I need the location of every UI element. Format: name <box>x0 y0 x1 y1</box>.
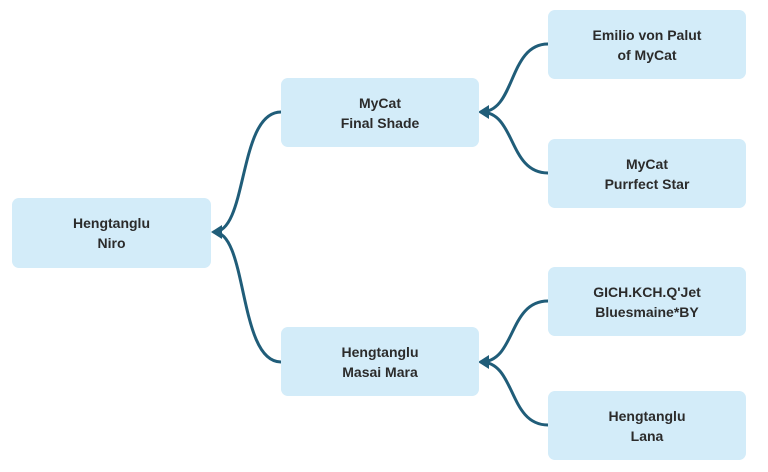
connector-sire-dam <box>479 110 550 175</box>
connector-dam-sire <box>479 299 550 364</box>
node-root-line1: Hengtanglu <box>73 215 150 231</box>
node-sire-dam-line2: Purrfect Star <box>604 175 690 192</box>
node-sire-sire-line1: Emilio von Palut <box>592 26 702 43</box>
connector-sire-sire <box>479 42 550 114</box>
arrowhead-root <box>211 225 222 239</box>
node-dam-dam-line2: Lana <box>630 427 664 444</box>
node-sire-dam-line1: MyCat <box>625 155 668 172</box>
node-root-line2: Niro <box>97 235 126 251</box>
node-dam-line2: Masai Mara <box>342 363 418 380</box>
node-sire-line2: Final Shade <box>340 114 420 131</box>
arrowhead-sire <box>478 105 489 119</box>
node-sire-line1: MyCat <box>358 94 401 111</box>
connector-dam-dam <box>479 360 550 427</box>
node-dam-sire-line1: GICH.KCH.Q'Jet <box>593 283 701 300</box>
node-dam-dam: Hengtanglu Lana <box>548 391 746 460</box>
node-root: Hengtanglu Niro <box>12 198 211 268</box>
connector-root-sire <box>212 110 283 234</box>
node-sire-sire: Emilio von Palut of MyCat <box>548 10 746 79</box>
node-sire-dam: MyCat Purrfect Star <box>548 139 746 208</box>
node-sire: MyCat Final Shade <box>281 78 479 147</box>
node-dam-sire-line2: Bluesmaine*BY <box>595 303 699 320</box>
arrowhead-dam <box>478 355 489 369</box>
connector-root-dam <box>212 230 283 364</box>
node-dam-line1: Hengtanglu <box>341 343 419 360</box>
node-dam: Hengtanglu Masai Mara <box>281 327 479 396</box>
node-dam-dam-line1: Hengtanglu <box>608 407 686 424</box>
node-sire-sire-line2: of MyCat <box>617 46 677 63</box>
node-dam-sire: GICH.KCH.Q'Jet Bluesmaine*BY <box>548 267 746 336</box>
